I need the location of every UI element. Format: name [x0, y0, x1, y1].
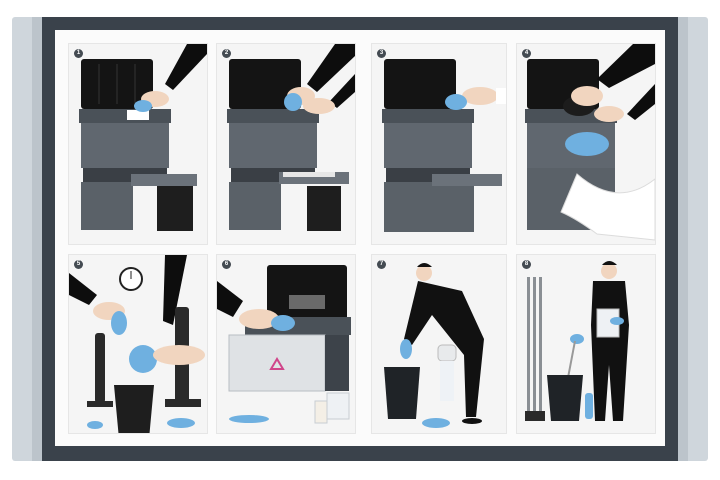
printer-wipe-two-hands-illustration: [227, 44, 355, 231]
step-panel-6: 6: [216, 254, 356, 434]
step-panel-5: 5: [68, 254, 208, 434]
step-panel-8: 8: [516, 254, 656, 434]
step-number-badge: 5: [74, 260, 83, 269]
printer-interior-wipe-illustration: [217, 265, 351, 424]
man-with-clipboard-illustration: [525, 261, 629, 421]
man-disposing-gloves-illustration: [384, 263, 484, 428]
step-panel-7: 7: [371, 254, 507, 434]
step-number-badge: 7: [377, 260, 386, 269]
toner-removal-illustration: [525, 44, 655, 241]
step-panel-2: 2: [216, 43, 356, 245]
frame-right-bevel: [678, 17, 688, 461]
step-number-badge: 1: [74, 49, 83, 58]
step-number-badge: 4: [522, 49, 531, 58]
printer-wipe-illustration: [79, 44, 207, 231]
step-panel-3: 3: [371, 43, 507, 245]
step-number-badge: 6: [222, 260, 231, 269]
step-panel-1: 1: [68, 43, 208, 245]
glove-disposal-illustration: [69, 255, 205, 433]
step-number-badge: 8: [522, 260, 531, 269]
frame-left-bevel: [32, 17, 42, 461]
step-number-badge: 2: [222, 49, 231, 58]
step-number-badge: 3: [377, 49, 386, 58]
step-panel-4: 4: [516, 43, 656, 245]
printer-surface-wipe-illustration: [382, 59, 506, 232]
